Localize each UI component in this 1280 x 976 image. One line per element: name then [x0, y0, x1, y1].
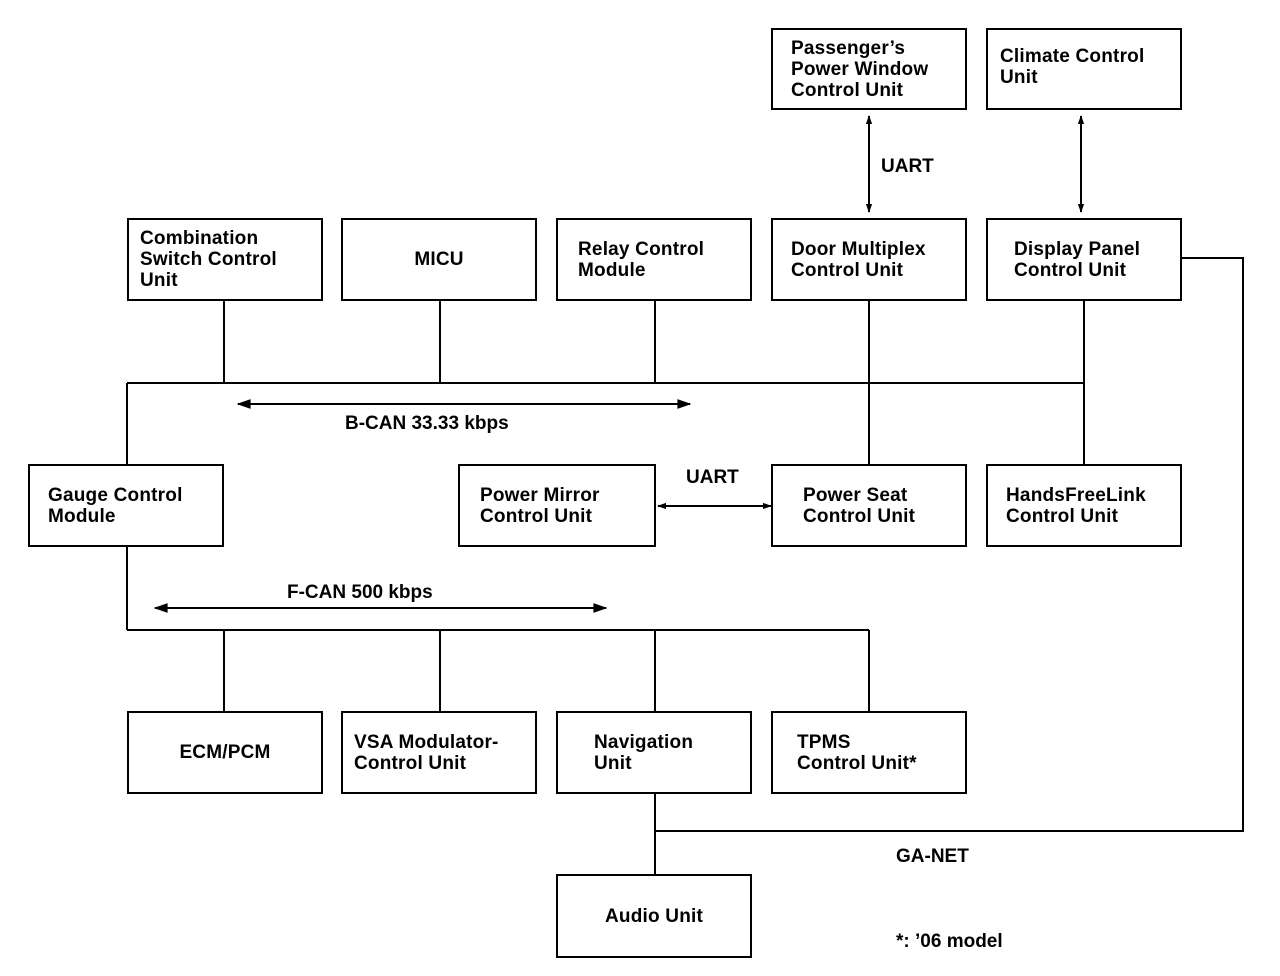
- ganet-label: GA-NET: [896, 846, 969, 867]
- door-multiplex-control-unit: Door Multiplex Control Unit: [771, 218, 967, 301]
- climate-control-unit: Climate Control Unit: [986, 28, 1182, 110]
- handsfreelink-control-unit: HandsFreeLink Control Unit: [986, 464, 1182, 547]
- footnote: *: ’06 model: [896, 931, 1003, 952]
- uart-mirror-label: UART: [686, 467, 739, 488]
- passenger-power-window-control-unit: Passenger’s Power Window Control Unit: [771, 28, 967, 110]
- gauge-control-module: Gauge Control Module: [28, 464, 224, 547]
- audio-unit: Audio Unit: [556, 874, 752, 958]
- ganet-line: [655, 257, 1244, 832]
- uart-window-label: UART: [881, 156, 934, 177]
- ecm-pcm: ECM/PCM: [127, 711, 323, 794]
- tpms-control-unit: TPMS Control Unit*: [771, 711, 967, 794]
- vsa-modulator-control-unit: VSA Modulator- Control Unit: [341, 711, 537, 794]
- navigation-unit: Navigation Unit: [556, 711, 752, 794]
- micu: MICU: [341, 218, 537, 301]
- power-seat-control-unit: Power Seat Control Unit: [771, 464, 967, 547]
- relay-control-module: Relay Control Module: [556, 218, 752, 301]
- display-panel-control-unit: Display Panel Control Unit: [986, 218, 1182, 301]
- fcan-label: F-CAN 500 kbps: [287, 582, 433, 603]
- bcan-label: B-CAN 33.33 kbps: [345, 413, 509, 434]
- combination-switch-control-unit: Combination Switch Control Unit: [127, 218, 323, 301]
- power-mirror-control-unit: Power Mirror Control Unit: [458, 464, 656, 547]
